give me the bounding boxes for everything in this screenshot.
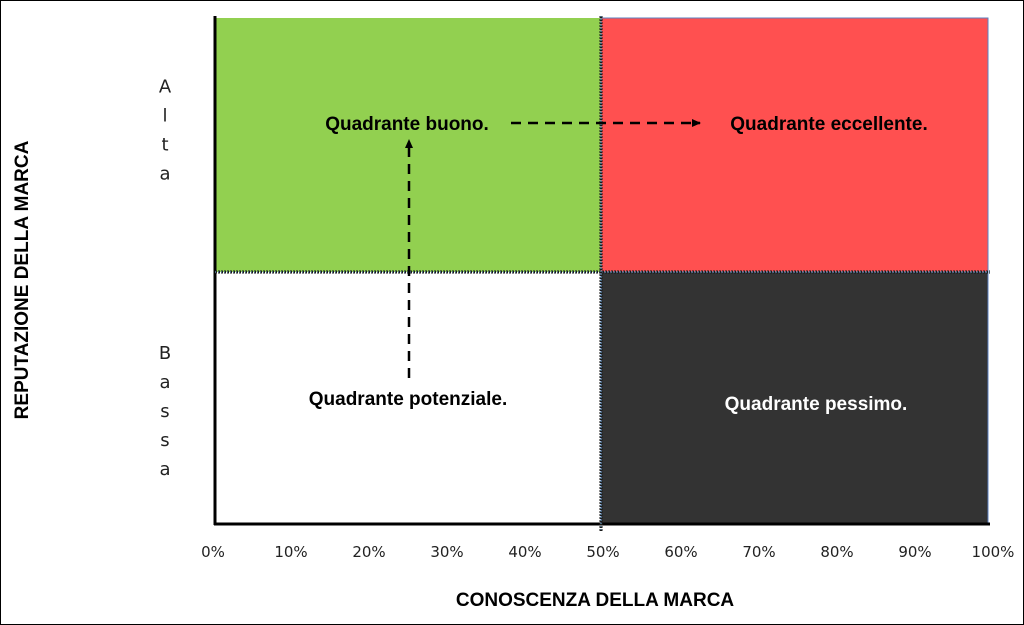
x-tick-label: 10%: [274, 543, 307, 561]
y-level-letter-low: B: [159, 343, 171, 364]
quadrant-top-right: [600, 17, 989, 273]
x-tick-label: 80%: [820, 543, 853, 561]
x-tick-label: 20%: [352, 543, 385, 561]
y-level-letter-low: a: [159, 372, 170, 393]
label-good-quadrant: Quadrante buono.: [325, 114, 489, 135]
quadrant-bottom-left: [215, 272, 601, 524]
x-tick-label: 40%: [508, 543, 541, 561]
x-tick-label: 50%: [586, 543, 619, 561]
x-tick-labels: 0% 10% 20% 30% 40% 50% 60% 70% 80% 90% 100%: [201, 543, 1014, 561]
label-potential-quadrant: Quadrante potenziale.: [309, 389, 507, 410]
y-level-letter-high: a: [159, 164, 170, 185]
x-tick-label: 60%: [664, 543, 697, 561]
x-tick-label: 0%: [201, 543, 225, 561]
label-excellent-quadrant: Quadrante eccellente.: [730, 114, 927, 135]
x-axis-title: CONOSCENZA DELLA MARCA: [456, 590, 735, 611]
y-level-letter-high: l: [162, 106, 167, 127]
y-level-letter-low: s: [160, 401, 169, 422]
x-tick-label: 30%: [430, 543, 463, 561]
quadrant-bottom-right: [600, 271, 989, 525]
label-poor-quadrant: Quadrante pessimo.: [725, 394, 908, 415]
y-level-letter-high: A: [159, 77, 172, 98]
y-level-letter-high: t: [161, 135, 168, 156]
x-tick-label: 90%: [898, 543, 931, 561]
y-level-letter-low: s: [160, 430, 169, 451]
x-tick-label: 70%: [742, 543, 775, 561]
x-tick-label: 100%: [972, 543, 1015, 561]
y-level-letter-low: a: [159, 459, 170, 480]
y-axis-title: REPUTAZIONE DELLA MARCA: [12, 140, 33, 419]
